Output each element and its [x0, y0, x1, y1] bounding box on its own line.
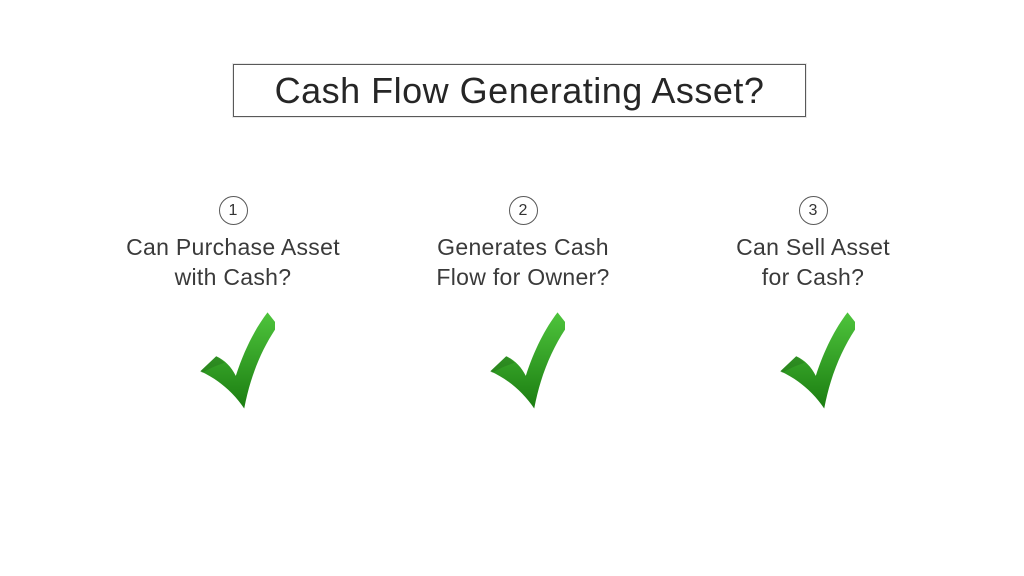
question-line-2: Flow for Owner?: [436, 264, 610, 290]
checkmark-icon: [481, 307, 565, 413]
step-question: Can Purchase Asset with Cash?: [126, 232, 340, 292]
step-number-badge: 2: [508, 196, 538, 225]
step-question: Can Sell Asset for Cash?: [736, 232, 890, 292]
checkmark-icon: [771, 307, 855, 413]
question-line-2: with Cash?: [174, 264, 292, 290]
step-number-badge: 1: [218, 196, 248, 225]
question-line-1: Can Sell Asset: [736, 234, 890, 260]
step-question: Generates Cash Flow for Owner?: [436, 232, 609, 292]
checkmark-icon: [191, 307, 275, 413]
question-line-2: for Cash?: [761, 264, 865, 290]
step-column-3: 3 Can Sell Asset for Cash?: [683, 196, 943, 413]
question-line-1: Can Purchase Asset: [126, 234, 340, 260]
step-column-1: 1 Can Purchase Asset with Cash?: [103, 196, 363, 413]
step-column-2: 2 Generates Cash Flow for Owner?: [393, 196, 653, 413]
question-line-1: Generates Cash: [437, 234, 609, 260]
page-title: Cash Flow Generating Asset?: [274, 69, 765, 111]
step-number-badge: 3: [798, 196, 828, 225]
title-box: Cash Flow Generating Asset?: [233, 64, 806, 117]
